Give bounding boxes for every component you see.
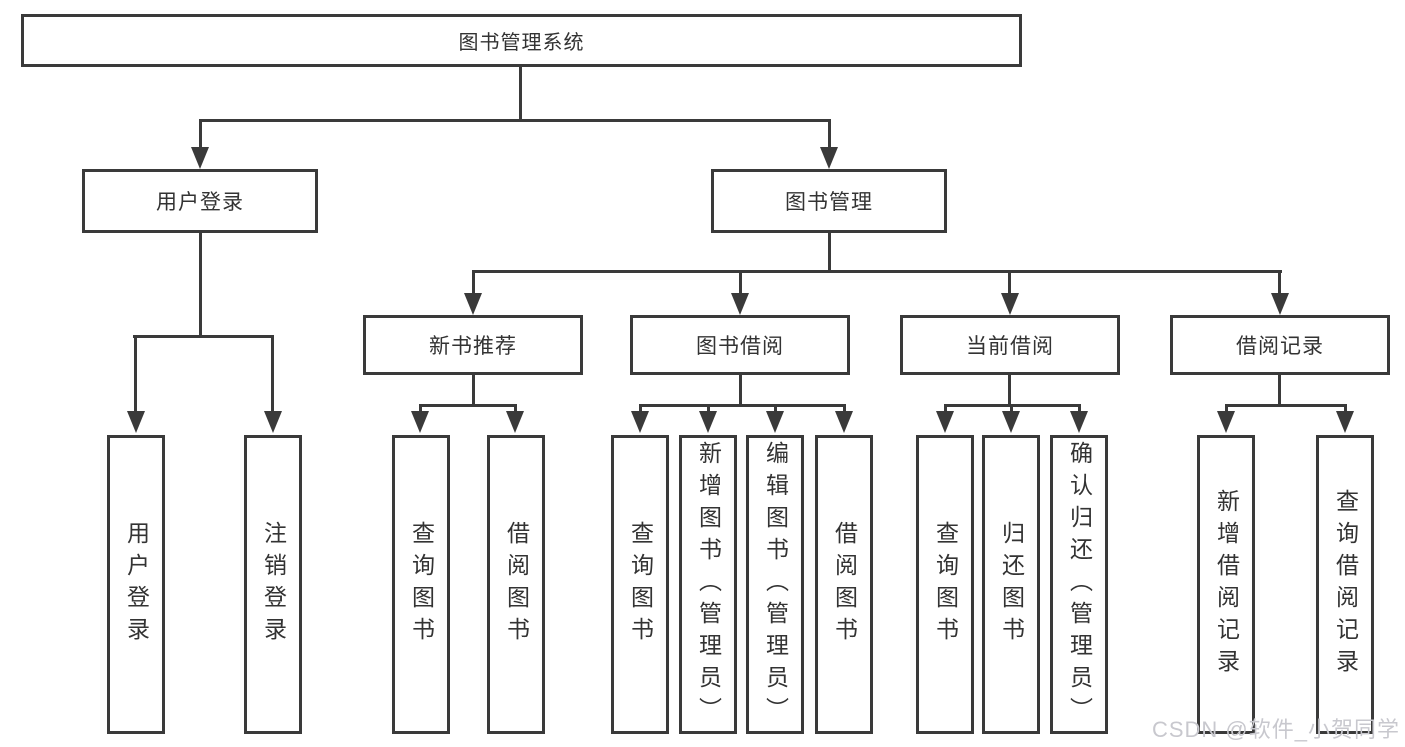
leaf-label: 查询图书	[408, 520, 435, 649]
node-current-borrow: 当前借阅	[900, 315, 1120, 375]
connector-vline	[1078, 406, 1081, 414]
leaf-logout: 注销登录	[244, 435, 302, 734]
csdn-watermark: CSDN @软件_小贺同学	[1151, 717, 1400, 742]
arrow-down-icon	[1336, 411, 1354, 433]
leaf-label: 编辑图书（管理员）	[762, 440, 789, 729]
arrow-down-icon	[835, 411, 853, 433]
connector-vline	[419, 406, 422, 414]
node-new-book-recommend: 新书推荐	[363, 315, 583, 375]
connector-hline	[639, 404, 846, 407]
arrow-down-icon	[1070, 411, 1088, 433]
leaf-query-books: 查询图书	[392, 435, 450, 734]
connector-hline	[419, 404, 517, 407]
leaf-label: 确认归还（管理员）	[1066, 440, 1093, 729]
arrow-down-icon	[1271, 293, 1289, 315]
connector-vline	[828, 233, 831, 272]
arrow-down-icon	[127, 411, 145, 433]
arrow-down-icon	[1217, 411, 1235, 433]
leaf-label: 借阅图书	[503, 520, 530, 649]
arrow-down-icon	[1001, 293, 1019, 315]
connector-vline	[944, 406, 947, 414]
arrow-down-icon	[464, 293, 482, 315]
arrow-down-icon	[766, 411, 784, 433]
connector-vline	[774, 406, 777, 414]
leaf-edit-books-admin: 编辑图书（管理员）	[746, 435, 804, 734]
leaf-label: 注销登录	[260, 520, 287, 649]
connector-vline	[134, 338, 137, 416]
connector-vline	[639, 406, 642, 414]
leaf-query-borrow-record: 查询借阅记录	[1316, 435, 1374, 734]
connector-vline	[472, 375, 475, 406]
connector-hline	[1225, 404, 1347, 407]
node-book-management-branch: 图书管理	[711, 169, 947, 233]
leaf-label: 新增图书（管理员）	[695, 440, 722, 729]
connector-vline	[1225, 406, 1228, 414]
leaf-borrow-books: 借阅图书	[815, 435, 873, 734]
connector-vline	[519, 67, 522, 121]
connector-vline	[472, 272, 475, 295]
connector-vline	[1278, 375, 1281, 406]
leaf-add-books-admin: 新增图书（管理员）	[679, 435, 737, 734]
leaf-query-books: 查询图书	[916, 435, 974, 734]
connector-hline	[944, 404, 1081, 407]
leaf-borrow-books: 借阅图书	[487, 435, 545, 734]
arrow-down-icon	[699, 411, 717, 433]
leaf-label: 归还图书	[998, 520, 1025, 649]
connector-vline	[1010, 406, 1013, 414]
leaf-label: 新增借阅记录	[1213, 488, 1240, 681]
leaf-query-books: 查询图书	[611, 435, 669, 734]
leaf-label: 查询借阅记录	[1332, 488, 1359, 681]
connector-hline	[133, 335, 274, 338]
leaf-label: 用户登录	[123, 520, 150, 649]
arrow-down-icon	[731, 293, 749, 315]
connector-vline	[739, 272, 742, 295]
connector-vline	[828, 121, 831, 151]
arrow-down-icon	[264, 411, 282, 433]
node-book-borrow: 图书借阅	[630, 315, 850, 375]
connector-vline	[1278, 272, 1281, 295]
leaf-confirm-return-admin: 确认归还（管理员）	[1050, 435, 1108, 734]
leaf-label: 借阅图书	[831, 520, 858, 649]
connector-vline	[514, 406, 517, 414]
arrow-down-icon	[411, 411, 429, 433]
connector-vline	[707, 406, 710, 414]
arrow-down-icon	[936, 411, 954, 433]
connector-vline	[1008, 375, 1011, 406]
node-user-login-branch: 用户登录	[82, 169, 318, 233]
leaf-label: 查询图书	[932, 520, 959, 649]
leaf-label: 查询图书	[627, 520, 654, 649]
leaf-user-login: 用户登录	[107, 435, 165, 734]
connector-vline	[199, 233, 202, 337]
node-borrow-records: 借阅记录	[1170, 315, 1390, 375]
arrow-down-icon	[506, 411, 524, 433]
connector-hline	[199, 119, 831, 122]
connector-vline	[739, 375, 742, 406]
leaf-return-books: 归还图书	[982, 435, 1040, 734]
arrow-down-icon	[1002, 411, 1020, 433]
arrow-down-icon	[820, 147, 838, 169]
connector-vline	[843, 406, 846, 414]
connector-vline	[1008, 272, 1011, 295]
arrow-down-icon	[631, 411, 649, 433]
node-library-system-root: 图书管理系统	[21, 14, 1022, 67]
arrow-down-icon	[191, 147, 209, 169]
leaf-add-borrow-record: 新增借阅记录	[1197, 435, 1255, 734]
connector-hline	[472, 270, 1282, 273]
connector-vline	[271, 338, 274, 416]
connector-vline	[1344, 406, 1347, 414]
connector-vline	[199, 121, 202, 151]
